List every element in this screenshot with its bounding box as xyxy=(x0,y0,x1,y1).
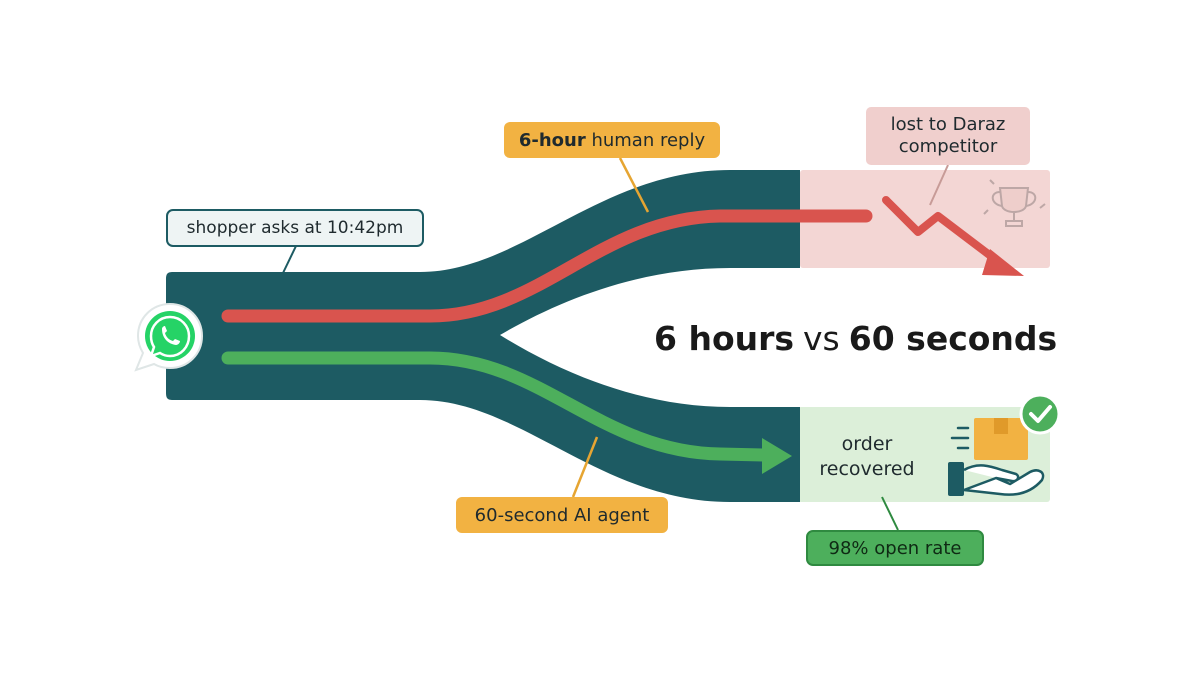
ai-agent-text: 60-second AI agent xyxy=(474,504,650,526)
human-reply-path xyxy=(221,209,873,323)
human-reply-text: human reply xyxy=(585,129,706,151)
trophy-icon xyxy=(983,179,1046,227)
shopper-label-text: shopper asks at 10:42pm xyxy=(186,218,404,238)
lost-connector xyxy=(929,164,949,206)
human-reply-label: 6-hour human reply xyxy=(504,122,720,158)
open-connector xyxy=(881,496,899,531)
ai-agent-path xyxy=(221,351,772,462)
order-recovered-label: order recovered xyxy=(808,428,926,486)
check-circle-icon xyxy=(1019,393,1061,435)
whatsapp-icon xyxy=(134,302,204,372)
human-reply-duration: 6-hour xyxy=(518,129,586,151)
open-rate-text: 98% open rate xyxy=(828,537,962,559)
headline-left: 6 hours xyxy=(654,318,795,358)
lost-label: lost to Daraz competitor xyxy=(866,107,1030,165)
human-connector xyxy=(618,157,650,213)
headline-right: 60 seconds xyxy=(848,318,1058,358)
headline: 6 hours vs 60 seconds xyxy=(654,312,1064,364)
package-in-hand-icon xyxy=(948,418,1045,496)
headline-vs: vs xyxy=(803,318,840,358)
falling-arrow-icon xyxy=(882,196,1024,276)
ai-agent-label: 60-second AI agent xyxy=(456,497,668,533)
shopper-label: shopper asks at 10:42pm xyxy=(166,209,424,247)
road-trunk xyxy=(166,170,800,502)
shopper-connector xyxy=(282,245,297,274)
order-recovered-text: order recovered xyxy=(819,433,915,480)
lost-zone xyxy=(800,170,1050,268)
ai-arrowhead xyxy=(762,438,792,474)
ai-connector xyxy=(571,436,599,498)
open-rate-badge: 98% open rate xyxy=(806,530,984,566)
lost-label-text: lost to Daraz competitor xyxy=(890,114,1006,157)
